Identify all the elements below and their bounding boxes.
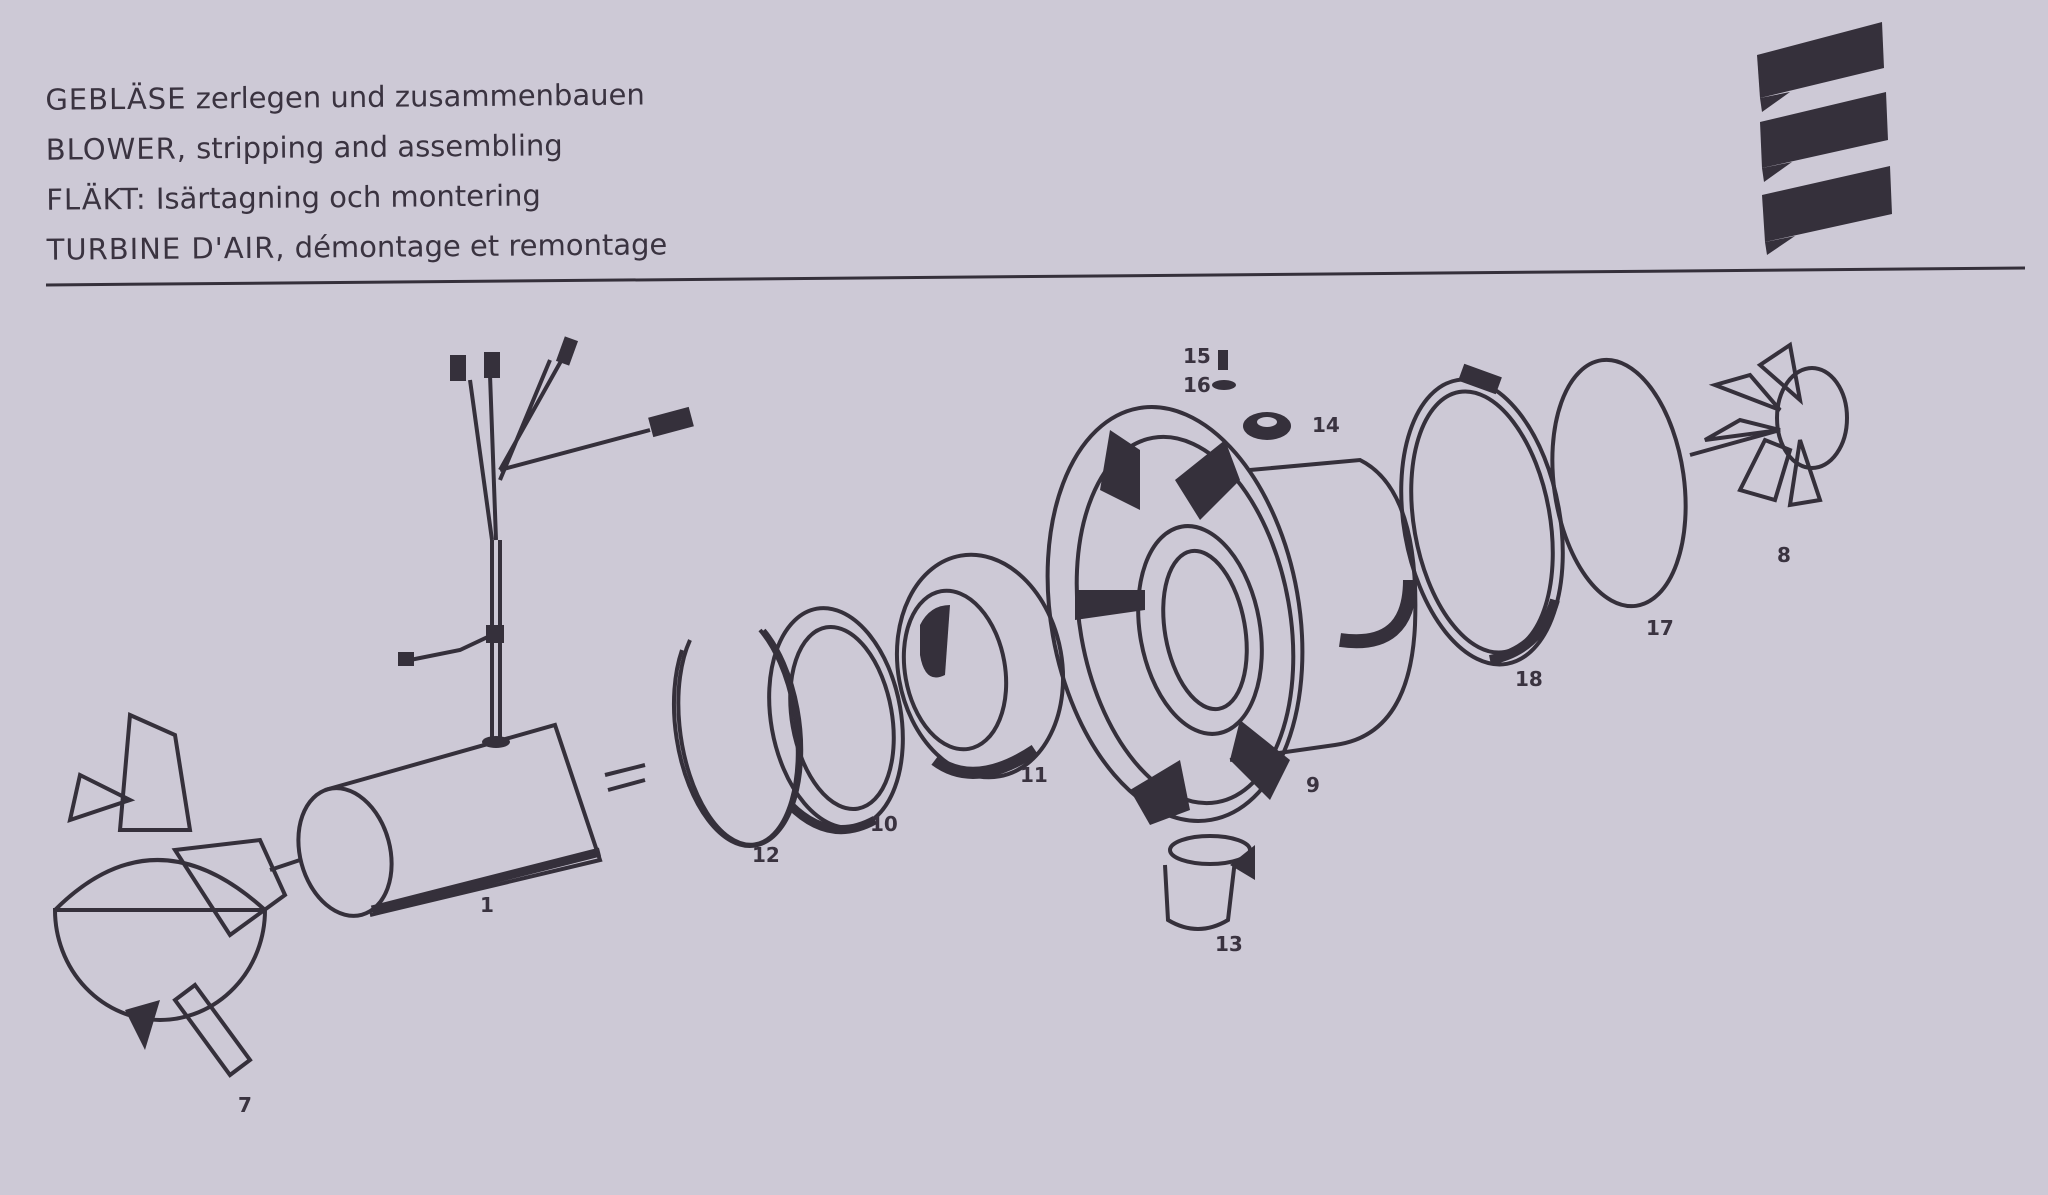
label-14: 14 — [1312, 413, 1340, 437]
label-10: 10 — [870, 812, 898, 836]
part-11-bushing — [894, 552, 1066, 780]
eberspaecher-logo — [1757, 22, 1892, 255]
part-13-elbow — [1163, 834, 1255, 931]
label-1: 1 — [480, 893, 494, 917]
part-8-impeller — [1689, 341, 1849, 508]
part-14-nut — [1243, 412, 1291, 440]
label-11: 11 — [1020, 763, 1048, 787]
part-10-bearing-ring — [767, 606, 905, 835]
label-13: 13 — [1215, 932, 1243, 956]
part-17-seal-ring — [1550, 357, 1688, 609]
label-18: 18 — [1515, 667, 1543, 691]
part-9-housing — [1045, 405, 1418, 825]
label-15: 15 — [1183, 344, 1211, 368]
label-16: 16 — [1183, 373, 1211, 397]
label-9: 9 — [1306, 773, 1320, 797]
label-12: 12 — [752, 843, 780, 867]
part-12-snap-ring — [671, 628, 804, 849]
part-18-hose-clamp — [1399, 363, 1565, 667]
part-1-motor — [296, 336, 694, 918]
label-8: 8 — [1777, 543, 1791, 567]
part-15-16-screw-washer — [1212, 350, 1236, 390]
label-7: 7 — [238, 1093, 252, 1117]
part-7-fan-cap — [52, 712, 301, 1078]
header-rule — [45, 266, 2026, 287]
label-17: 17 — [1646, 616, 1674, 640]
